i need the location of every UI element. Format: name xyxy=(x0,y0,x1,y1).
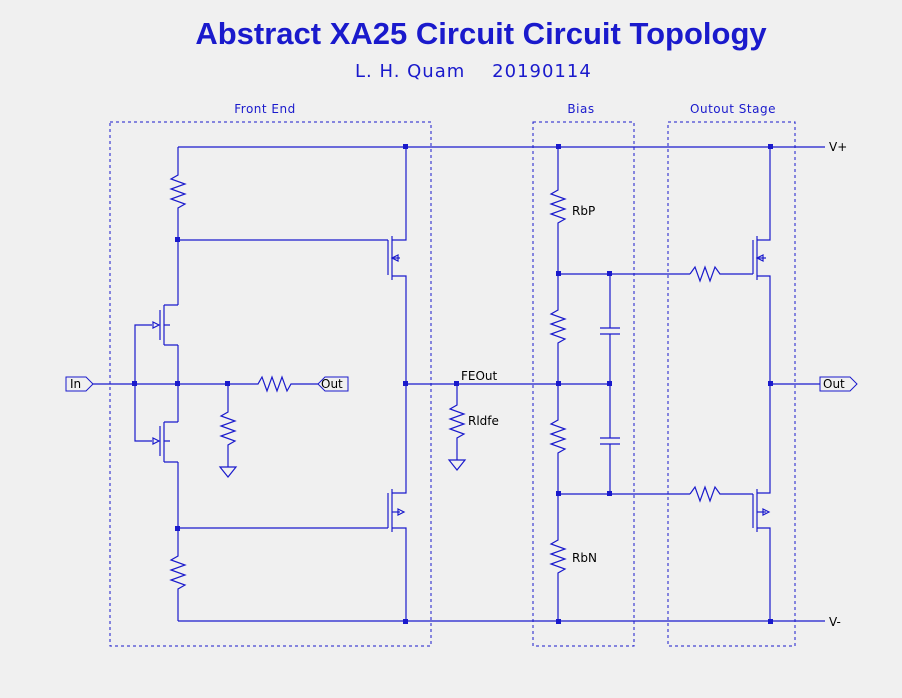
gate-wire-upper xyxy=(134,324,152,384)
output-port-out[interactable]: Out xyxy=(819,376,858,392)
ground-icon-front xyxy=(218,466,238,478)
resistor-bottom-left xyxy=(169,462,187,621)
r-ldfe-label: Rldfe xyxy=(468,414,499,428)
output-stage-label: Outout Stage xyxy=(690,102,776,116)
input-port-label: In xyxy=(70,377,81,391)
resistor-gate-upper xyxy=(689,265,753,283)
capacitor-top xyxy=(600,274,620,384)
v-minus-label: V- xyxy=(829,615,841,629)
capacitor-bottom xyxy=(600,384,620,494)
resistor-gate-lower xyxy=(689,485,753,503)
diagram-title: Abstract XA25 Circuit Circuit Topology xyxy=(195,16,767,51)
v-plus-label: V+ xyxy=(829,140,847,154)
r-bn-label: RbN xyxy=(572,551,597,565)
resistor-top-left xyxy=(169,147,187,305)
mosfet-output-upper xyxy=(752,147,771,384)
mosfet-front-upper xyxy=(387,147,407,384)
resistor-front-ground xyxy=(219,384,237,467)
mosfet-output-lower xyxy=(752,384,771,621)
resistor-ldfe xyxy=(448,384,466,460)
resistor-front-series xyxy=(178,375,318,393)
diagram-subtitle: L. H. Quam 20190114 xyxy=(355,61,592,82)
input-port-in[interactable]: In xyxy=(65,376,94,392)
bias-label: Bias xyxy=(567,102,594,116)
junction-dots xyxy=(132,144,773,624)
output-stage-box xyxy=(667,121,796,647)
gate-wire-lower xyxy=(134,384,152,442)
fe-out-port-left[interactable]: Out xyxy=(317,376,349,392)
output-port-label: Out xyxy=(823,377,845,391)
transistor-front-upper xyxy=(152,304,178,346)
fe-out-port-label: Out xyxy=(321,377,343,391)
r-bp-label: RbP xyxy=(572,204,595,218)
transistor-front-lower xyxy=(152,421,178,463)
front-end-label: Front End xyxy=(234,102,295,116)
bias-box xyxy=(532,121,635,647)
fe-out-label: FEOut xyxy=(461,369,498,383)
ground-icon-ldfe xyxy=(447,459,467,471)
mosfet-front-lower xyxy=(387,384,407,621)
